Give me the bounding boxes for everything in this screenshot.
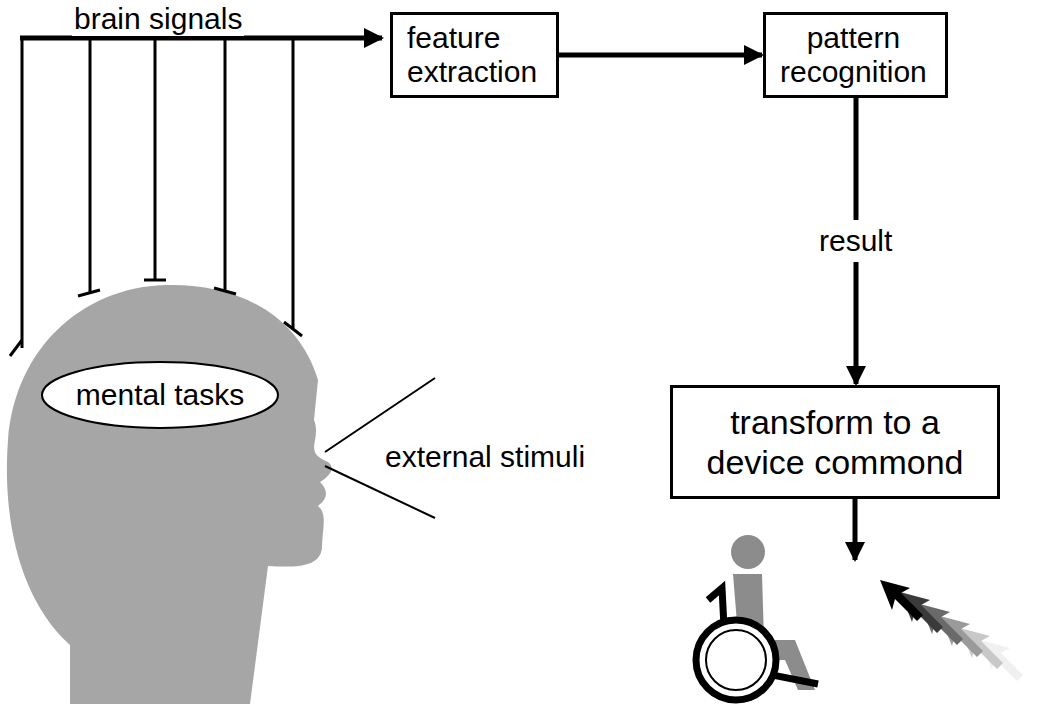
node-text: mental tasks [40,378,280,412]
stimuli-label: external stimuli [385,440,585,474]
head-silhouette [7,285,332,704]
edge-label: result [815,220,896,262]
node-text: transform to a device commond [689,402,981,482]
wheelchair-icon [696,535,818,700]
output-arrow [853,499,858,560]
signal-label: brain signals [72,2,244,36]
electrode-wires [10,38,382,356]
cursor-icon [880,580,1023,681]
task-ellipse: mental tasks [40,360,280,430]
process-box: transform to a device commond [670,385,1000,499]
process-box: pattern recognition [763,12,948,98]
flow-arrow [559,53,762,58]
process-box: feature extraction [390,12,559,98]
node-text: pattern recognition [780,21,927,89]
node-text: feature extraction [407,21,537,89]
